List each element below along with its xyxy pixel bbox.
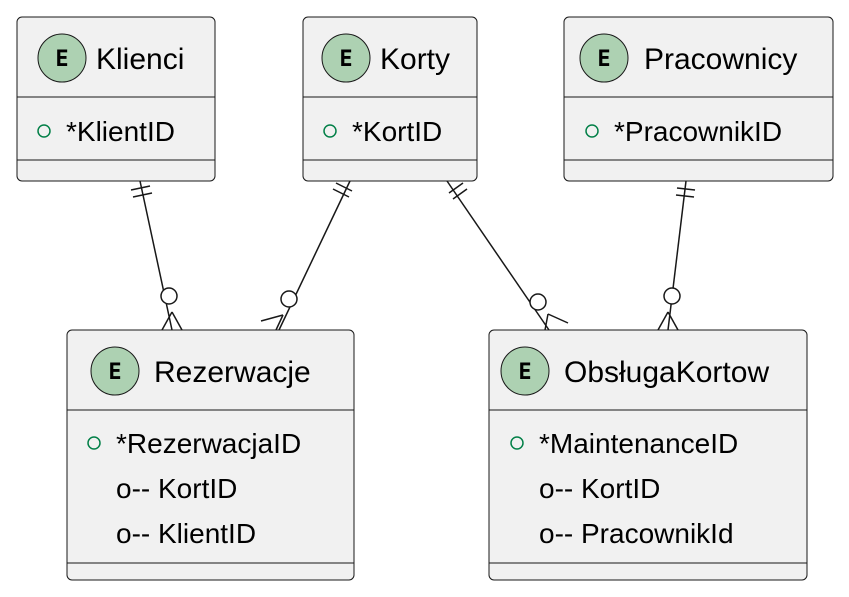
entity-pk: *KlientID	[66, 116, 175, 147]
entity-attr: o-- KlientID	[116, 518, 256, 549]
entity-badge-letter: E	[518, 360, 531, 385]
entity-pk: *RezerwacjaID	[116, 428, 301, 459]
entity-badge-letter: E	[108, 360, 121, 385]
entity-badge-icon	[321, 33, 371, 83]
entity-klienci[interactable]: E Klienci *KlientID	[16, 16, 216, 182]
primary-key-icon	[87, 436, 101, 450]
entity-korty[interactable]: E Korty *KortID	[302, 16, 478, 182]
entity-pk: *MaintenanceID	[539, 428, 738, 459]
primary-key-icon	[323, 124, 337, 138]
entity-attr: o-- PracownikId	[539, 518, 734, 549]
entity-title: Rezerwacje	[154, 356, 311, 389]
entity-badge-icon	[579, 33, 629, 83]
primary-key-icon	[510, 436, 524, 450]
entity-title: Pracownicy	[644, 43, 797, 76]
entity-obsluga-kortow[interactable]: E ObsługaKortow *MaintenanceID o-- KortI…	[488, 329, 808, 581]
relationship-korty-rezerwacje	[260, 180, 353, 331]
entity-pracownicy[interactable]: E Pracownicy *PracownikID	[563, 16, 834, 182]
entity-title: Korty	[380, 43, 450, 76]
relationship-klienci-rezerwacje	[130, 180, 183, 331]
primary-key-icon	[585, 124, 599, 138]
entity-badge-letter: E	[339, 47, 352, 72]
entity-attr: o-- KortID	[116, 473, 237, 504]
entity-title: Klienci	[96, 43, 184, 76]
entity-pk: *PracownikID	[614, 116, 782, 147]
relationship-korty-obsluga	[446, 180, 569, 331]
entity-pk: *KortID	[352, 116, 442, 147]
entity-badge-letter: E	[55, 47, 68, 72]
entity-title: ObsługaKortow	[564, 356, 769, 389]
entity-badge-icon	[500, 346, 550, 396]
entity-badge-icon	[90, 346, 140, 396]
entity-badge-icon	[37, 33, 87, 83]
entity-rezerwacje[interactable]: E Rezerwacje *RezerwacjaID o-- KortID o-…	[66, 329, 355, 581]
entity-badge-letter: E	[597, 47, 610, 72]
entity-attr: o-- KortID	[539, 473, 660, 504]
primary-key-icon	[37, 124, 51, 138]
relationship-pracownicy-obsluga	[657, 180, 696, 331]
